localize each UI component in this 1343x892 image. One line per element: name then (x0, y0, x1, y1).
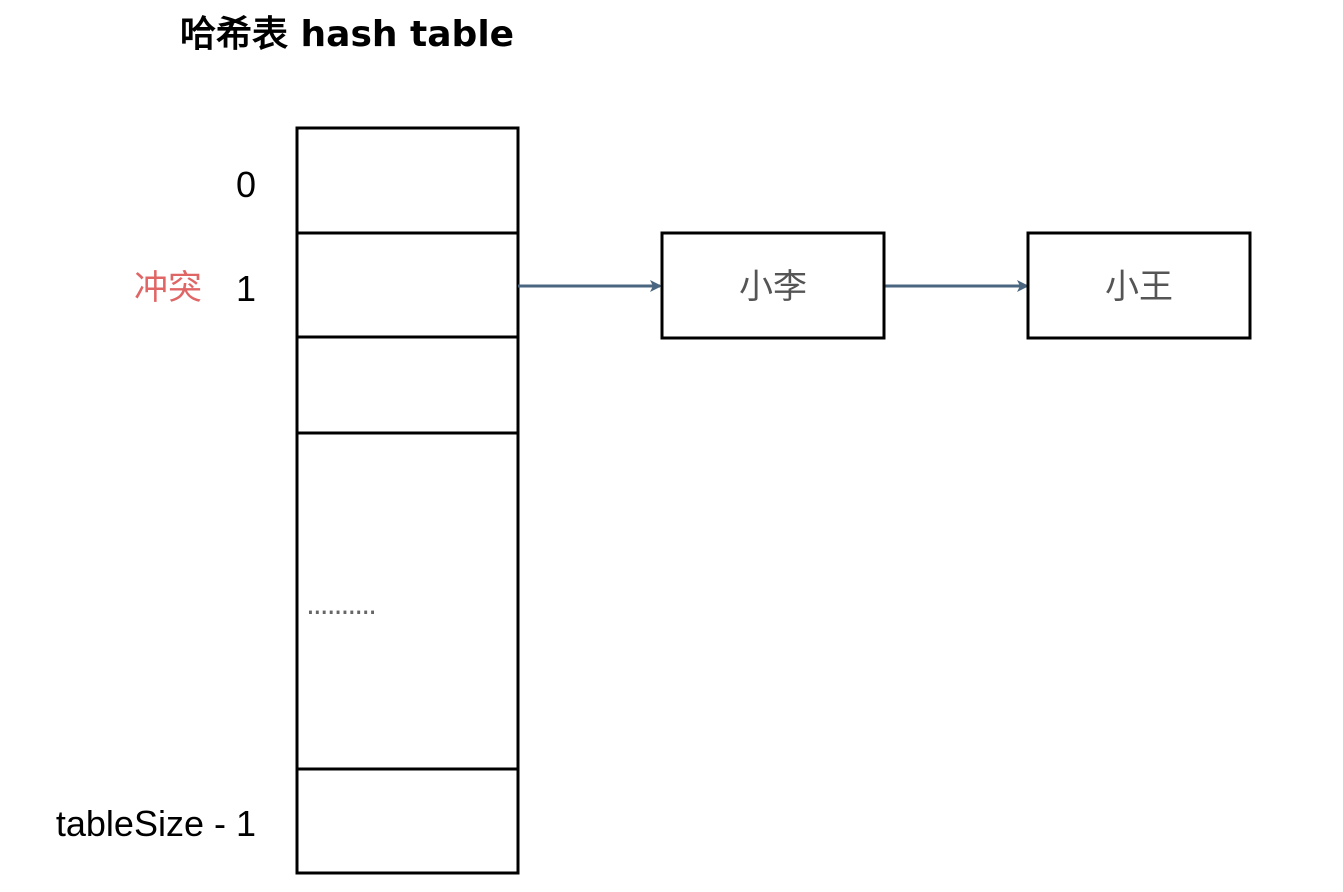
ellipsis-text: .......... (306, 588, 375, 621)
index-label-0: 0 (236, 164, 256, 205)
table-cell-1 (295, 231, 520, 339)
hash-table (295, 126, 520, 875)
table-cell-last (295, 767, 520, 875)
table-cell-2 (295, 335, 520, 435)
chain-node-1-box (660, 231, 886, 340)
conflict-label: 冲突 (134, 268, 202, 308)
table-cell-0 (295, 126, 520, 235)
chain-node-1-label: 小李 (739, 267, 807, 307)
index-label-1: 1 (236, 268, 256, 309)
chain-node-1: 小李 (660, 231, 886, 340)
diagram-title: 哈希表 hash table (180, 14, 514, 55)
table-cell-ellipsis (295, 431, 520, 771)
chain-node-2-box (1026, 231, 1252, 340)
index-label-last: tableSize - 1 (56, 803, 256, 844)
chain-node-2: 小王 (1026, 231, 1252, 340)
chain-node-2-label: 小王 (1105, 267, 1173, 307)
